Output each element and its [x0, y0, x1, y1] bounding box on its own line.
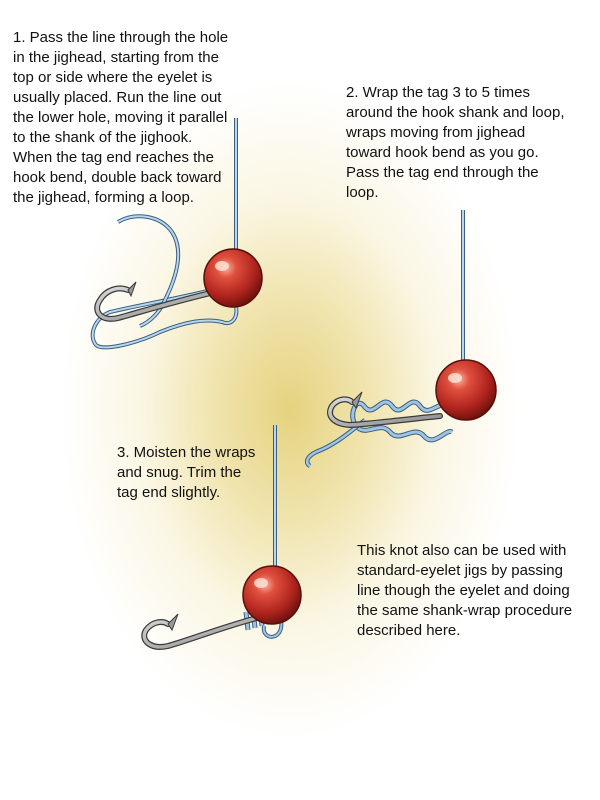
usage-note: This knot also can be used with standard… [357, 542, 573, 639]
figure-step-1 [90, 118, 263, 350]
figure-step-3 [141, 425, 302, 650]
fishing-line-icon [90, 118, 239, 350]
fishing-line-icon [304, 210, 465, 468]
jighead-ball-icon [242, 565, 302, 625]
figure-step-2 [304, 210, 497, 468]
jighead-ball-icon [435, 359, 497, 421]
step-1-instructions: 1. Pass the line through the hole in the… [13, 29, 229, 206]
step-3-instructions: 3. Moisten the wraps and snug. Trim the … [117, 444, 256, 501]
jighead-ball-icon [203, 248, 263, 308]
fishing-hook-icon [141, 611, 275, 650]
fishing-hook-icon [94, 281, 218, 322]
step-2-instructions: 2. Wrap the tag 3 to 5 times around the … [346, 84, 565, 201]
fishing-hook-icon [327, 391, 443, 429]
